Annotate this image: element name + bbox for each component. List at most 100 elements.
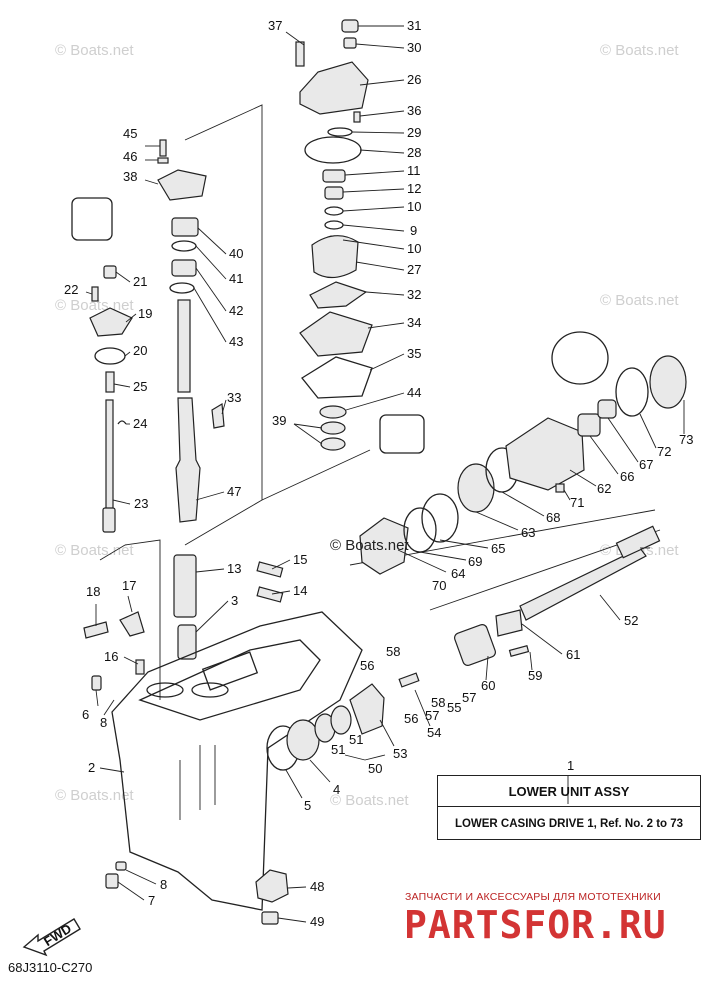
spline-52 (615, 525, 661, 559)
casing-detail (138, 639, 321, 721)
callout-number: 16 (104, 649, 118, 664)
callout-number: 2 (88, 760, 95, 775)
callout-number: 39 (272, 413, 286, 428)
watermark: © Boats.net (55, 787, 134, 804)
casing-2 (111, 611, 363, 911)
callout-number: 58 (431, 695, 445, 710)
lower-casing (83, 611, 363, 925)
callout-number: 5 (304, 798, 311, 813)
callout-number: 12 (407, 181, 421, 196)
callout-number: 13 (227, 561, 241, 576)
plate-34 (299, 311, 373, 357)
watermark: © Boats.net (600, 292, 679, 309)
spring-25 (105, 371, 115, 393)
race-51b (330, 705, 352, 735)
callout-number: 56 (404, 711, 418, 726)
callout-number: 51 (349, 732, 363, 747)
callout-number: 69 (468, 554, 482, 569)
center-watermark: © Boats.net (330, 537, 409, 554)
washer-46 (157, 157, 169, 164)
bolt-16 (135, 659, 145, 675)
bolt-6 (91, 675, 102, 691)
pin-14 (256, 586, 284, 603)
callout-number: 63 (521, 525, 535, 540)
callout-number: 46 (123, 149, 137, 164)
seal-39b (320, 437, 346, 451)
callout-number: 18 (86, 584, 100, 599)
callout-number: 55 (447, 700, 461, 715)
callout-number: 40 (229, 246, 243, 261)
seal-44 (319, 405, 347, 419)
part-37 (295, 41, 305, 67)
grease-callout-box (379, 414, 425, 454)
callout-number: 48 (310, 879, 324, 894)
impeller-32 (309, 281, 368, 309)
callout-number: 59 (528, 668, 542, 683)
oring-43 (169, 282, 195, 294)
callout-number: 8 (160, 877, 167, 892)
bearing-4 (286, 719, 320, 761)
shift-lever-19 (89, 307, 133, 337)
callout-number: 66 (620, 469, 634, 484)
callout-number: 50 (368, 761, 382, 776)
callout-number: 10 (407, 199, 421, 214)
seal-39a (320, 421, 346, 435)
callout-number: 23 (134, 496, 148, 511)
grease-callout-box-left (71, 197, 113, 241)
oring-28 (304, 136, 362, 164)
seal-73 (649, 355, 687, 409)
drive-shaft-47 (175, 397, 201, 523)
callout-number: 7 (148, 893, 155, 908)
callout-number: 25 (133, 379, 147, 394)
callout-number: 4 (333, 782, 340, 797)
leader-lines (85, 25, 685, 923)
watermark: © Boats.net (55, 42, 134, 59)
callout-number: 71 (570, 495, 584, 510)
callout-number: 10 (407, 241, 421, 256)
callout-number: 27 (407, 262, 421, 277)
bearing-63 (457, 463, 495, 513)
pin-71 (555, 483, 565, 493)
callout-number: 14 (293, 583, 307, 598)
callout-number: 9 (410, 223, 417, 238)
callout-number: 38 (123, 169, 137, 184)
clutch-60 (454, 624, 496, 666)
watermark-group: © Boats.net © Boats.net © Boats.net © Bo… (55, 42, 679, 809)
shift-rod-parts (71, 197, 133, 533)
callout-number: 44 (407, 385, 421, 400)
callout-number: 67 (639, 457, 653, 472)
clip-17 (119, 611, 145, 637)
callout-number: 47 (227, 484, 241, 499)
bearing-3 (177, 624, 197, 660)
part-36 (353, 111, 361, 123)
callout-number: 49 (310, 914, 324, 929)
callout-number: 73 (679, 432, 693, 447)
oring-72 (615, 367, 649, 417)
callout-number: 22 (64, 282, 78, 297)
drive-shaft-upper (177, 299, 191, 393)
callout-number: 31 (407, 18, 421, 33)
gear-housing-parts (359, 331, 687, 575)
grease-callout-oval (551, 331, 609, 385)
nut-49 (261, 911, 279, 925)
water-pump-parts (295, 19, 425, 454)
bearing-66 (577, 413, 601, 437)
callout-number: 19 (138, 306, 152, 321)
pin-15 (256, 561, 284, 578)
callout-number: 61 (566, 647, 580, 662)
callout-number: 45 (123, 126, 137, 141)
bolt-7 (105, 873, 119, 889)
bearing-housing-62 (505, 417, 585, 491)
bolt-22 (91, 286, 99, 302)
bearing-40 (171, 217, 199, 237)
callout-number: 8 (100, 715, 107, 730)
title-box-row2: LOWER CASING DRIVE 1, Ref. No. 2 to 73 (454, 817, 684, 830)
drawing-code: 68J3110-C270 (8, 960, 93, 975)
bolt-45 (159, 139, 167, 157)
gear-53 (349, 683, 385, 735)
callout-number: 57 (462, 690, 476, 705)
propeller-shaft-parts (266, 525, 661, 771)
casing-plate (201, 651, 259, 691)
part-21 (103, 265, 117, 279)
